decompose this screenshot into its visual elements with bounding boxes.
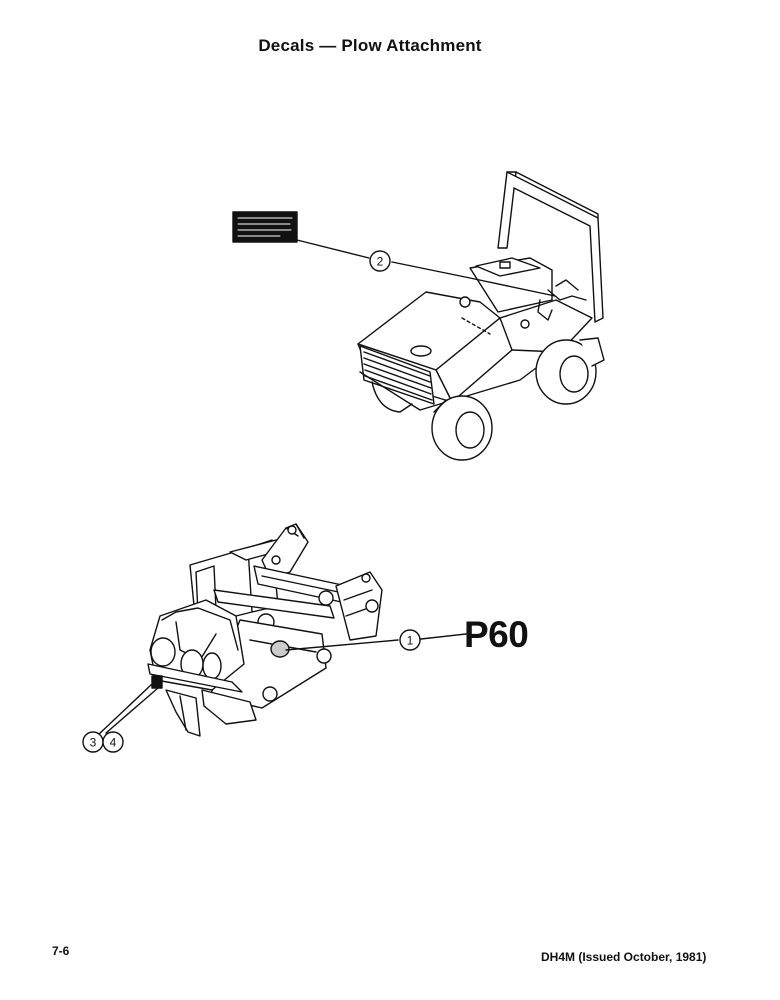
part-code-label: P60: [464, 614, 529, 655]
callout-2-leader: [296, 239, 370, 259]
document-info: DH4M (Issued October, 1981): [541, 950, 707, 964]
page-title: Decals — Plow Attachment: [258, 36, 482, 55]
warning-decal-image: [232, 211, 298, 243]
callout-1-leader: [285, 639, 399, 651]
callout-2: 2: [377, 255, 384, 269]
tractor-illustration: [357, 171, 605, 461]
callout-3: 3: [90, 736, 97, 750]
callout-1: 1: [407, 634, 414, 648]
callout-3-4-leader: [105, 687, 159, 734]
callout-4: 4: [110, 736, 117, 750]
decal-3-4-location: [151, 675, 163, 689]
p60-decal-location: [270, 640, 290, 658]
plow-attachment-illustration: [147, 523, 383, 737]
page-number: 7-6: [52, 944, 70, 958]
